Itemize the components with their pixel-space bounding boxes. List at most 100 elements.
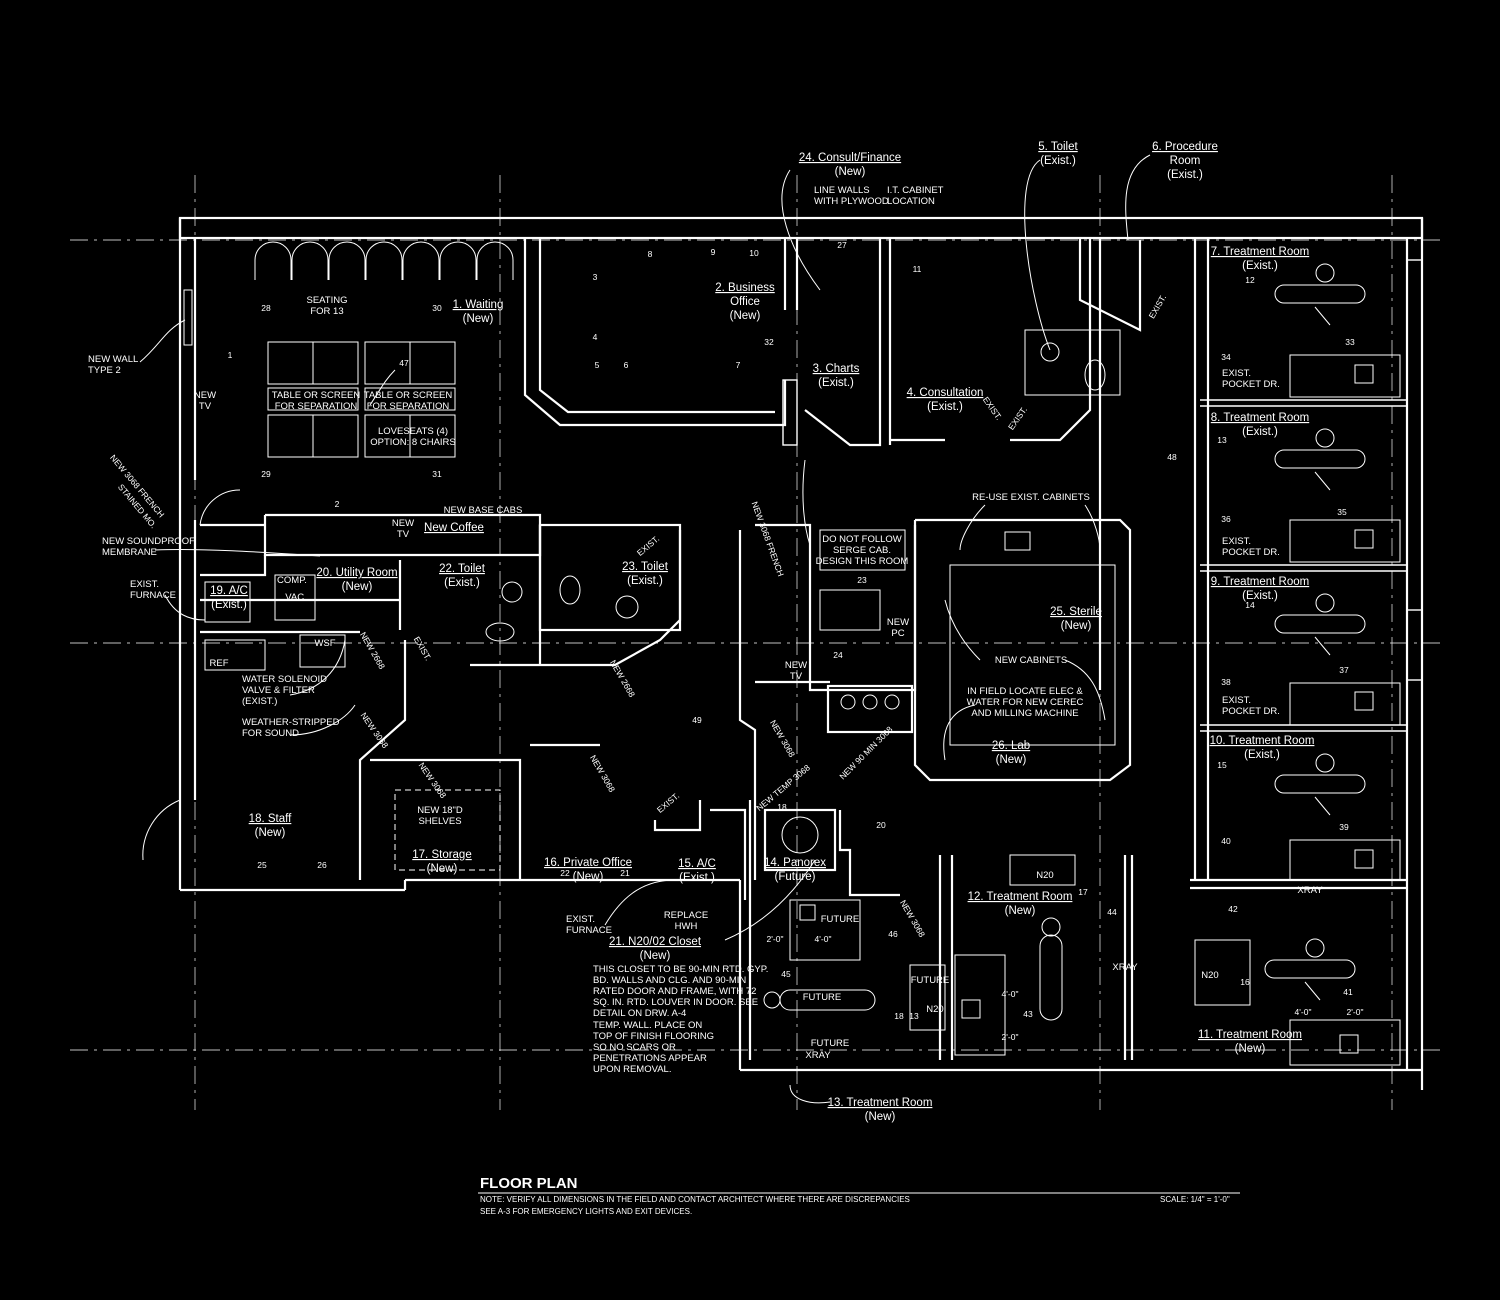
tag-number: 28 bbox=[261, 303, 271, 313]
annotation-note: BD. WALLS AND CLG. AND 90-MIN bbox=[593, 975, 746, 986]
annotation-note: SERGE CAB. bbox=[833, 545, 891, 556]
annotation-note: TABLE OR SCREEN bbox=[364, 390, 453, 401]
room-label: (Exist.) bbox=[927, 401, 963, 413]
room-label: 3. Charts bbox=[813, 363, 860, 375]
tag-number: 3 bbox=[593, 272, 598, 282]
annotation-note: MEMBRANE bbox=[102, 547, 157, 558]
room-label: (Exist.) bbox=[1244, 749, 1280, 761]
annotation-note: N20 bbox=[926, 1004, 943, 1015]
door-label: EXIST. bbox=[981, 395, 1004, 422]
annotation-note: OPTION: 8 CHAIRS bbox=[370, 437, 456, 448]
room-label: (Exist.) bbox=[1167, 169, 1203, 181]
drawing-note-2: SEE A-3 FOR EMERGENCY LIGHTS AND EXIT DE… bbox=[480, 1207, 692, 1216]
annotation-note: I.T. CABINET bbox=[887, 185, 944, 196]
tag-number: 18 bbox=[777, 802, 787, 812]
dimension-label: 2'-0" bbox=[767, 934, 784, 944]
annotation-note: NEW bbox=[392, 518, 414, 529]
room-label: 15. A/C bbox=[678, 858, 716, 870]
annotation-note: XRAY bbox=[805, 1050, 831, 1061]
room-label: (Future) bbox=[775, 871, 816, 883]
annotation-note: REF bbox=[210, 658, 229, 669]
annotation-note: DESIGN THIS ROOM bbox=[816, 556, 909, 567]
exterior-walls bbox=[178, 216, 1424, 1090]
tag-number: 20 bbox=[876, 820, 886, 830]
annotation-note: AND MILLING MACHINE bbox=[971, 708, 1078, 719]
tag-number: 21 bbox=[620, 868, 630, 878]
room-label: (Exist.) bbox=[679, 872, 715, 884]
dimension-label: 4'-0" bbox=[1295, 1007, 1312, 1017]
annotation-note: N20 bbox=[1036, 870, 1053, 881]
door-label: EXIST. bbox=[1147, 293, 1169, 321]
room-label: 9. Treatment Room bbox=[1211, 576, 1309, 588]
room-label: 14. Panorex bbox=[764, 857, 826, 869]
annotation-note: SO NO SCARS OR bbox=[593, 1042, 676, 1053]
annotation-note: TYPE 2 bbox=[88, 365, 121, 376]
tag-number: 23 bbox=[857, 575, 867, 585]
room-label: 18. Staff bbox=[249, 813, 292, 825]
room-label: 21. N20/02 Closet bbox=[609, 936, 702, 948]
tag-number: 26 bbox=[317, 860, 327, 870]
room-label: 1. Waiting bbox=[453, 299, 504, 311]
room-label: 6. Procedure bbox=[1152, 141, 1218, 153]
annotation-note: FUTURE bbox=[821, 914, 860, 925]
annotation-note: POCKET DR. bbox=[1222, 547, 1280, 558]
tag-number: 18 bbox=[894, 1011, 904, 1021]
tag-number: 17 bbox=[1078, 887, 1088, 897]
annotation-note: FUTURE bbox=[811, 1038, 850, 1049]
annotation-note: NEW SOUNDPROOF bbox=[102, 536, 195, 547]
tag-number: 46 bbox=[888, 929, 898, 939]
room-label: 8. Treatment Room bbox=[1211, 412, 1309, 424]
room-label: 7. Treatment Room bbox=[1211, 246, 1309, 258]
annotation-note: FURNACE bbox=[130, 590, 176, 601]
tag-number: 47 bbox=[399, 358, 409, 368]
door-label: NEW 3068 bbox=[417, 761, 449, 801]
interior-walls bbox=[200, 238, 1407, 1066]
room-label: 23. Toilet bbox=[622, 561, 669, 573]
annotation-note: FOR SEPARATION bbox=[275, 401, 358, 412]
annotation-note: TABLE OR SCREEN bbox=[272, 390, 361, 401]
tag-number: 4 bbox=[593, 332, 598, 342]
tag-number: 31 bbox=[432, 469, 442, 479]
room-label: (New) bbox=[342, 581, 373, 593]
annotation-note: POCKET DR. bbox=[1222, 706, 1280, 717]
room-label: 16. Private Office bbox=[544, 857, 632, 869]
room-label: (Exist.) bbox=[1242, 260, 1278, 272]
room-label: (Exist.) bbox=[211, 599, 247, 611]
room-label: Office bbox=[730, 296, 760, 308]
tag-number: 48 bbox=[1167, 452, 1177, 462]
room-label: (New) bbox=[573, 871, 604, 883]
door-label: NEW 2668 bbox=[608, 658, 637, 699]
annotation-note: PENETRATIONS APPEAR bbox=[593, 1053, 707, 1064]
annotation-note: TV bbox=[790, 671, 803, 682]
room-label: (Exist.) bbox=[1242, 590, 1278, 602]
room-label: 20. Utility Room bbox=[316, 567, 397, 579]
annotation-note: TEMP. WALL. PLACE ON bbox=[593, 1020, 702, 1031]
room-label: 5. Toilet bbox=[1038, 141, 1078, 153]
leader-lines bbox=[139, 154, 1151, 1104]
annotation-note: NEW bbox=[887, 617, 909, 628]
annotation-note: FUTURE bbox=[803, 992, 842, 1003]
annotation-note: WITH PLYWOOD bbox=[814, 196, 889, 207]
tag-number: 27 bbox=[837, 240, 847, 250]
annotation-note: SHELVES bbox=[418, 816, 461, 827]
annotation-note: VALVE & FILTER bbox=[242, 685, 315, 696]
annotation-note: XRAY bbox=[1112, 962, 1138, 973]
annotation-note: REPLACE bbox=[664, 910, 708, 921]
room-label: (New) bbox=[463, 313, 494, 325]
dimension-label: 2'-0" bbox=[1347, 1007, 1364, 1017]
tag-number: 9 bbox=[711, 247, 716, 257]
annotation-note: FOR SOUND bbox=[242, 728, 299, 739]
tag-number: 22 bbox=[560, 868, 570, 878]
door-label: NEW 3068 bbox=[768, 718, 797, 759]
door-label: NEW 3068 bbox=[359, 711, 391, 751]
annotation-note: TV bbox=[199, 401, 212, 412]
room-label: 25. Sterile bbox=[1050, 606, 1102, 618]
room-label: 12. Treatment Room bbox=[968, 891, 1073, 903]
annotation-note: IN FIELD LOCATE ELEC & bbox=[967, 686, 1083, 697]
annotation-note: NEW CABINETS bbox=[995, 655, 1067, 666]
dental-chairs bbox=[763, 263, 1366, 1021]
annotation-note: THIS CLOSET TO BE 90-MIN RTD. GYP. bbox=[593, 964, 768, 975]
room-label: (New) bbox=[996, 754, 1027, 766]
